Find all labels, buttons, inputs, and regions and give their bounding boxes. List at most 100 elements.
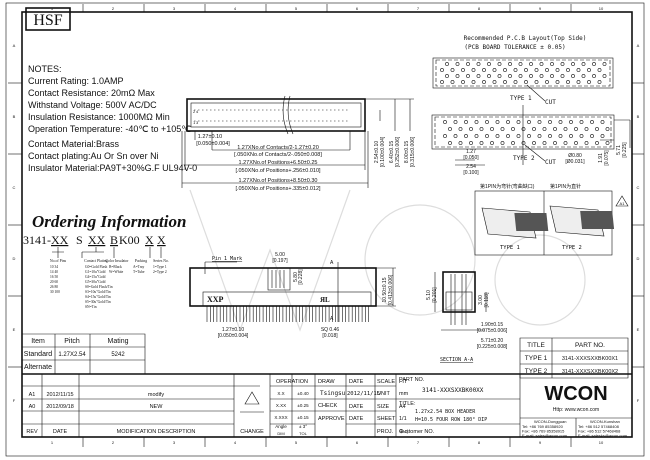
title-block: A1 2012/11/15 modify A0 2012/09/18 NEW R… — [22, 373, 632, 438]
office-email[interactable]: E-mail: salesks@wcon.com — [578, 433, 628, 438]
dim-text: [0.315±0.006] — [410, 136, 416, 167]
part-no-label: PART NO. — [399, 377, 425, 383]
table-header: Pitch — [64, 338, 80, 345]
grid-col-label: 7 — [417, 440, 420, 445]
pcb-hole — [563, 127, 568, 131]
photo-type2: TYPE 2 — [562, 245, 582, 251]
pcb-hole — [500, 141, 505, 145]
pcb-hole — [479, 141, 484, 145]
pcb-hole — [508, 74, 512, 78]
pcb-hole — [550, 74, 554, 78]
office-email[interactable]: E-mail: sales@wcon.com — [522, 433, 568, 438]
material-line: Contact plating:Au Or Sn over Ni — [28, 151, 159, 161]
legend-item: 10 34 — [50, 265, 58, 269]
dim-text: [0.075±0.006] — [477, 328, 508, 334]
dim-text: [0.228] — [298, 269, 304, 285]
item-table: Item Pitch Mating Standard 1.27X2.54 524… — [22, 333, 146, 374]
material-line: Contact Material:Brass — [28, 139, 120, 149]
table-cell: 1.27X2.54 — [58, 352, 86, 358]
ordering-title: Ordering Information — [32, 212, 186, 231]
office-fax: Fax: +86 769 85358915 — [522, 429, 565, 434]
pcb-hole — [553, 127, 557, 131]
tol-foot: DIM — [277, 431, 284, 436]
pcb-hole — [518, 74, 523, 78]
pcb-hole — [506, 120, 510, 124]
table-header: TITLE — [527, 342, 545, 349]
pcb-hole — [492, 68, 497, 72]
pcb-hole — [597, 68, 602, 72]
pcb-hole — [566, 68, 570, 72]
grid-row-label: D — [637, 256, 640, 261]
pcb-hole — [590, 120, 594, 124]
legend-item: 26 80 — [50, 285, 58, 289]
company-url[interactable]: Http: www.wcon.com — [553, 407, 599, 413]
pcb-hole — [600, 134, 605, 138]
note-line: Withstand Voltage: 500V AC/DC — [28, 100, 157, 110]
pcb-hole — [485, 134, 489, 138]
pcb-hole — [605, 127, 610, 131]
section-mark: A — [330, 316, 334, 322]
pcb-hole — [550, 62, 554, 66]
dim-text: Ø0.80 — [568, 153, 582, 159]
dim-text: 1.27 — [466, 149, 476, 155]
hsf-logo: HSF — [33, 12, 62, 29]
grid-col-label: 5 — [295, 440, 298, 445]
legend-item: S5=30u"Gold/Tin — [85, 300, 111, 304]
rev-cell: 2012/09/18 — [46, 404, 74, 410]
outer-border — [5, 2, 645, 457]
pcb-hole — [532, 127, 536, 131]
pcb-hole — [529, 74, 533, 78]
pcb-hole — [555, 68, 560, 72]
note-line: Contact Resistance: 20mΩ Max — [28, 88, 155, 98]
pcb-hole — [597, 80, 602, 84]
legend-item: 16 50 — [50, 275, 58, 279]
table-cell: 3141-XXXSXXBK00X1 — [562, 356, 618, 362]
pcb-hole — [513, 68, 518, 72]
product-photos: 第1PIN为弯针(弯曲缺口) 第1PIN为直针 TYPE 1 TYPE 2 A1 — [474, 183, 629, 256]
grid-col-label: 6 — [356, 6, 359, 11]
legend-item: 30 100 — [50, 290, 60, 294]
legend-item: G4=15u"Gold — [85, 275, 106, 279]
scale-value: FIT — [399, 379, 408, 385]
dim-text: 1.27XNo.of Positions+6.50±0.25 — [238, 160, 317, 166]
tol-cell: ±0.40 — [297, 391, 309, 396]
type2-connector-image — [549, 205, 615, 237]
rev-cell: A1 — [29, 392, 36, 398]
legend-heading: Contact Plating — [84, 259, 108, 263]
pin-label: 4 — [196, 109, 199, 114]
pcb-hole — [527, 120, 531, 124]
note-line: Operation Temperature: -40℃ to +105℃ — [28, 124, 191, 134]
pcb-hole — [466, 74, 470, 78]
grid-col-label: 10 — [599, 440, 604, 445]
notes: NOTES: Current Rating: 1.0AMP Contact Re… — [28, 64, 197, 173]
dim-text: 1.27±0.10 — [198, 134, 222, 140]
pcb-hole — [574, 141, 578, 145]
dim-text: [.050XNo.of Positions+.256±0.010] — [235, 168, 321, 174]
grid-row-label: F — [13, 398, 16, 403]
pcb-hole — [560, 74, 565, 78]
grid-col-label: 3 — [173, 440, 176, 445]
pin-label: 2 — [193, 109, 196, 114]
pcb-hole — [476, 74, 481, 78]
pcb-hole — [461, 68, 465, 72]
dim-text: 1.90±0.15 — [481, 322, 503, 328]
table-header: Mating — [107, 338, 128, 345]
dim-text: 1.27XNo.of Positions+8.50±0.30 — [238, 178, 317, 184]
ordering-code: 3141- XX S XX B K00 X X — [23, 233, 166, 247]
pcb-hole — [534, 68, 539, 72]
pcb-type2-label: TYPE 2 — [513, 155, 535, 162]
pcb-hole — [474, 120, 479, 124]
code-color: B — [110, 233, 118, 247]
pcb-hole — [548, 120, 552, 124]
pcb-hole — [487, 62, 491, 66]
pcb-hole — [558, 134, 563, 138]
top-view: 2 4 1 3 1.27±0.10 [0.050±0.004] 1.27XNo.… — [181, 95, 416, 192]
legend-item: G1=10u"Gold — [85, 270, 106, 274]
pcb-hole — [569, 120, 573, 124]
pcb-hole — [464, 134, 468, 138]
pcb-hole — [458, 141, 463, 145]
dim-text: [0.100±0.004] — [380, 136, 386, 167]
grid-col-label: 6 — [356, 440, 359, 445]
pcb-subtitle: (PCB BOARD TOLERANCE ± 0.05) — [464, 44, 565, 51]
dim-text: [0.225±0.008] — [477, 344, 508, 350]
